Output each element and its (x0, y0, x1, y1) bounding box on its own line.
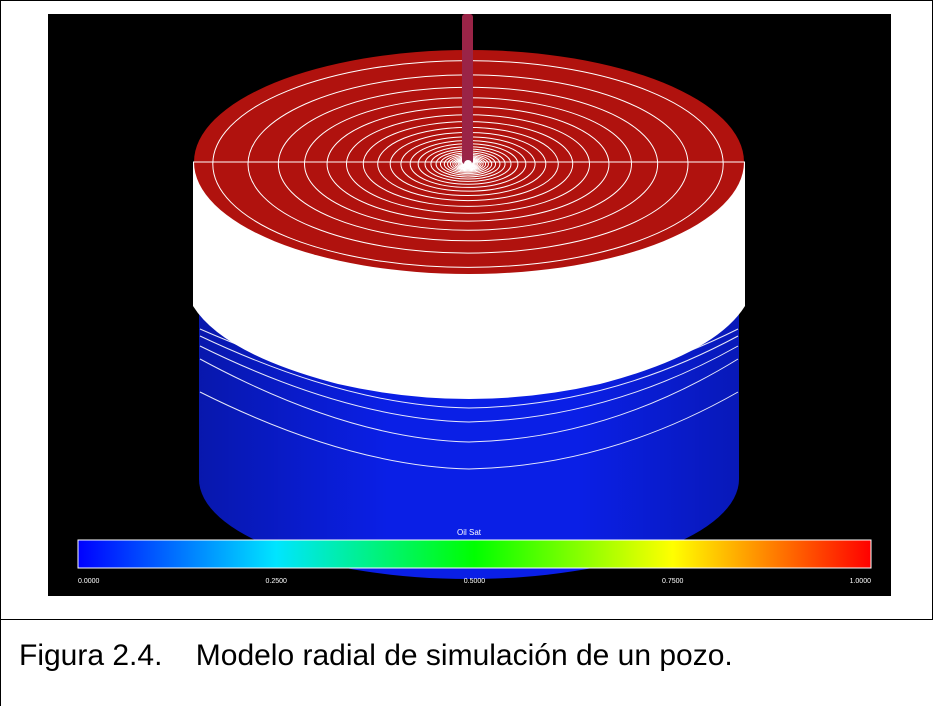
figure-caption: Figura 2.4. Modelo radial de simulación … (19, 639, 733, 673)
frame-top-border (0, 0, 933, 1)
oil-zone-contours (199, 328, 739, 470)
wellbore-point (464, 160, 472, 168)
colorbar (77, 539, 872, 569)
colorbar-ticks: 0.0000 0.2500 0.5000 0.7500 1.0000 (78, 578, 871, 585)
frame-divider (0, 619, 933, 620)
caption-label: Figura 2.4. (19, 639, 163, 672)
colorbar-tick-label: 0.5000 (464, 578, 486, 585)
well-tubing (462, 14, 473, 164)
simulation-figure: Oil Sat 0.0000 0.2500 0.5000 0.7500 1.0000 (48, 14, 891, 596)
caption-text: Modelo radial de simulación de un pozo. (195, 639, 733, 672)
colorbar-tick-label: 1.0000 (850, 578, 872, 585)
colorbar-tick-label: 0.2500 (266, 578, 288, 585)
reservoir-model-render: Oil Sat 0.0000 0.2500 0.5000 0.7500 1.0000 (77, 14, 872, 585)
colorbar-tick-label: 0.0000 (78, 578, 100, 585)
frame-left-border (0, 0, 1, 706)
colorbar-tick-label: 0.7500 (662, 578, 684, 585)
colorbar-title: Oil Sat (457, 528, 482, 537)
